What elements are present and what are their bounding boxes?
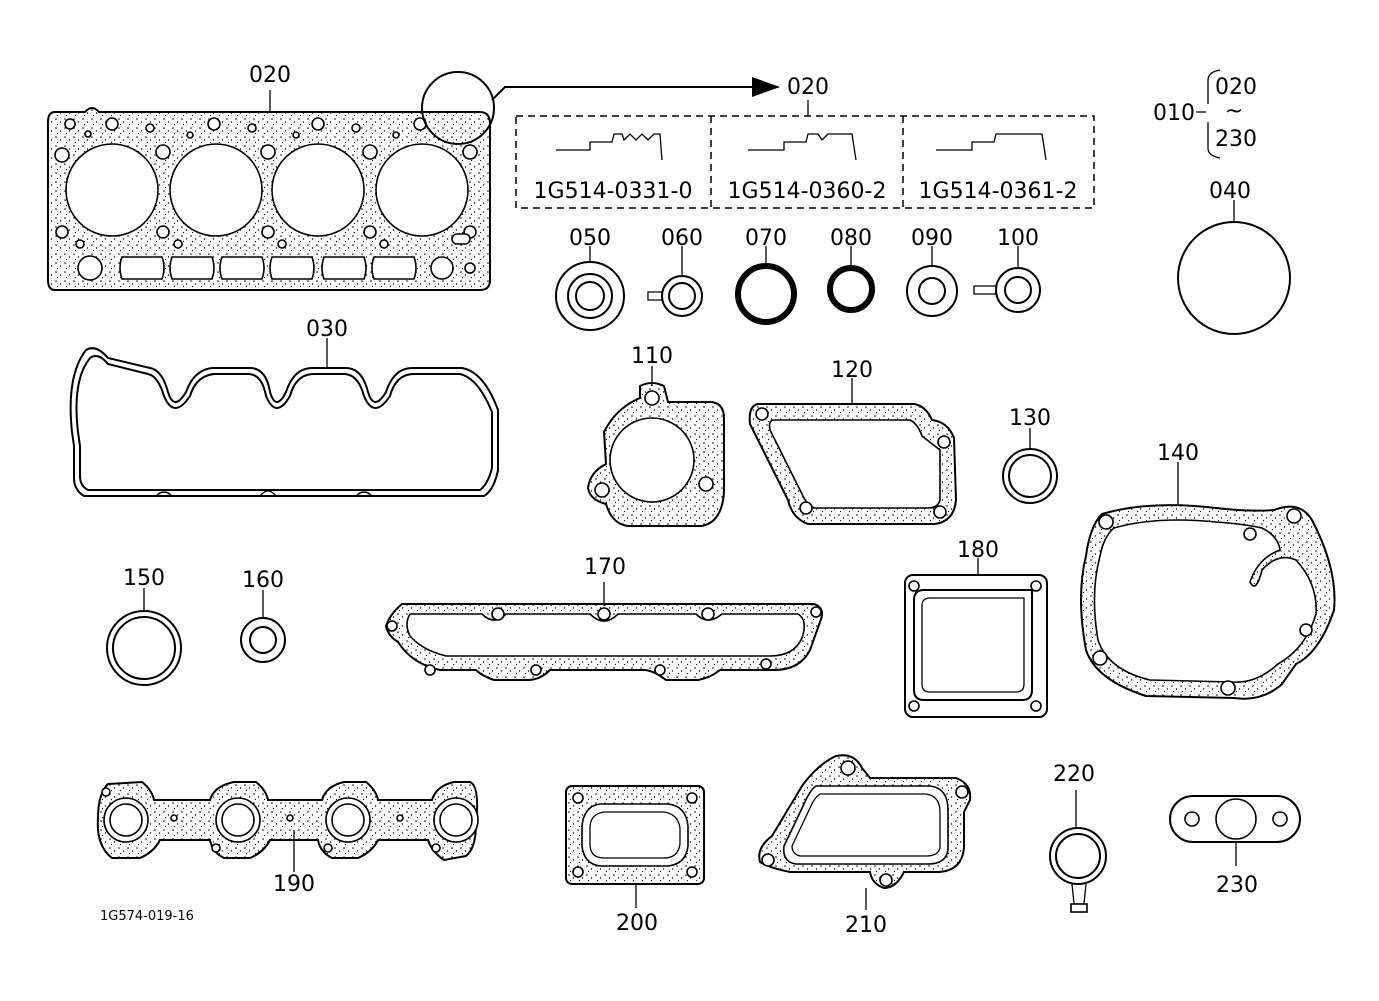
- turbo-gasket-200: [565, 785, 705, 908]
- drawing-code: 1G574-019-16: [100, 909, 194, 924]
- variant-1g514-0331-0: 1G514-0331-0: [534, 179, 693, 204]
- thermostat-gasket-110: [586, 366, 725, 527]
- label-110: 110: [631, 344, 673, 369]
- label-230: 230: [1216, 873, 1258, 898]
- label-100: 100: [997, 226, 1039, 251]
- variant-1g514-0361-2: 1G514-0361-2: [919, 179, 1078, 204]
- variant-boxes: [515, 115, 1095, 209]
- exhaust-gasket-190: [96, 780, 479, 872]
- label-220: 220: [1053, 762, 1095, 787]
- gasket-220: [1049, 790, 1107, 913]
- gasket-060: [647, 246, 703, 317]
- gasket-210: [758, 754, 972, 910]
- intake-gasket-170: [384, 582, 823, 681]
- label-160: 160: [242, 568, 284, 593]
- label-020-main: 020: [249, 63, 291, 88]
- gasket-230: [1169, 795, 1301, 866]
- head-gasket-ports: [77, 255, 476, 281]
- label-080: 080: [830, 226, 872, 251]
- label-010: 010: [1153, 101, 1195, 126]
- label-120: 120: [831, 358, 873, 383]
- label-050: 050: [569, 226, 611, 251]
- label-140: 140: [1157, 441, 1199, 466]
- water-pump-gasket-140: [1080, 462, 1336, 700]
- o-ring-070: [735, 246, 797, 325]
- label-090: 090: [911, 226, 953, 251]
- gasket-090: [906, 246, 958, 317]
- label-200: 200: [616, 911, 658, 936]
- detail-circle: [421, 71, 495, 145]
- label-230-range: 230: [1215, 127, 1257, 152]
- range-bracket: [1196, 69, 1221, 159]
- cylinder-head-gasket-020: [47, 71, 495, 291]
- gasket-120: [748, 378, 958, 525]
- label-070: 070: [745, 226, 787, 251]
- detail-arrow: [491, 77, 780, 101]
- label-040: 040: [1209, 179, 1251, 204]
- label-030: 030: [306, 317, 348, 342]
- label-180: 180: [957, 538, 999, 563]
- label-210: 210: [845, 913, 887, 938]
- seal-160: [240, 590, 286, 663]
- head-gasket-holes: [54, 117, 478, 249]
- label-130: 130: [1009, 406, 1051, 431]
- label-range-sep: ~: [1225, 99, 1243, 124]
- gasket-100: [973, 246, 1041, 313]
- gasket-180: [904, 558, 1048, 718]
- o-ring-040: [1177, 200, 1291, 335]
- variant-1g514-0360-2: 1G514-0360-2: [728, 179, 887, 204]
- head-cover-gasket-030: [69, 338, 499, 497]
- oil-seal-050: [555, 246, 625, 331]
- label-190: 190: [273, 872, 315, 897]
- label-150: 150: [123, 566, 165, 591]
- label-020-detail: 020: [787, 75, 829, 100]
- label-060: 060: [661, 226, 703, 251]
- gasket-130: [1002, 428, 1058, 504]
- label-170: 170: [584, 555, 626, 580]
- gasket-150: [106, 588, 182, 686]
- label-020-range: 020: [1215, 75, 1257, 100]
- o-ring-080: [827, 246, 875, 313]
